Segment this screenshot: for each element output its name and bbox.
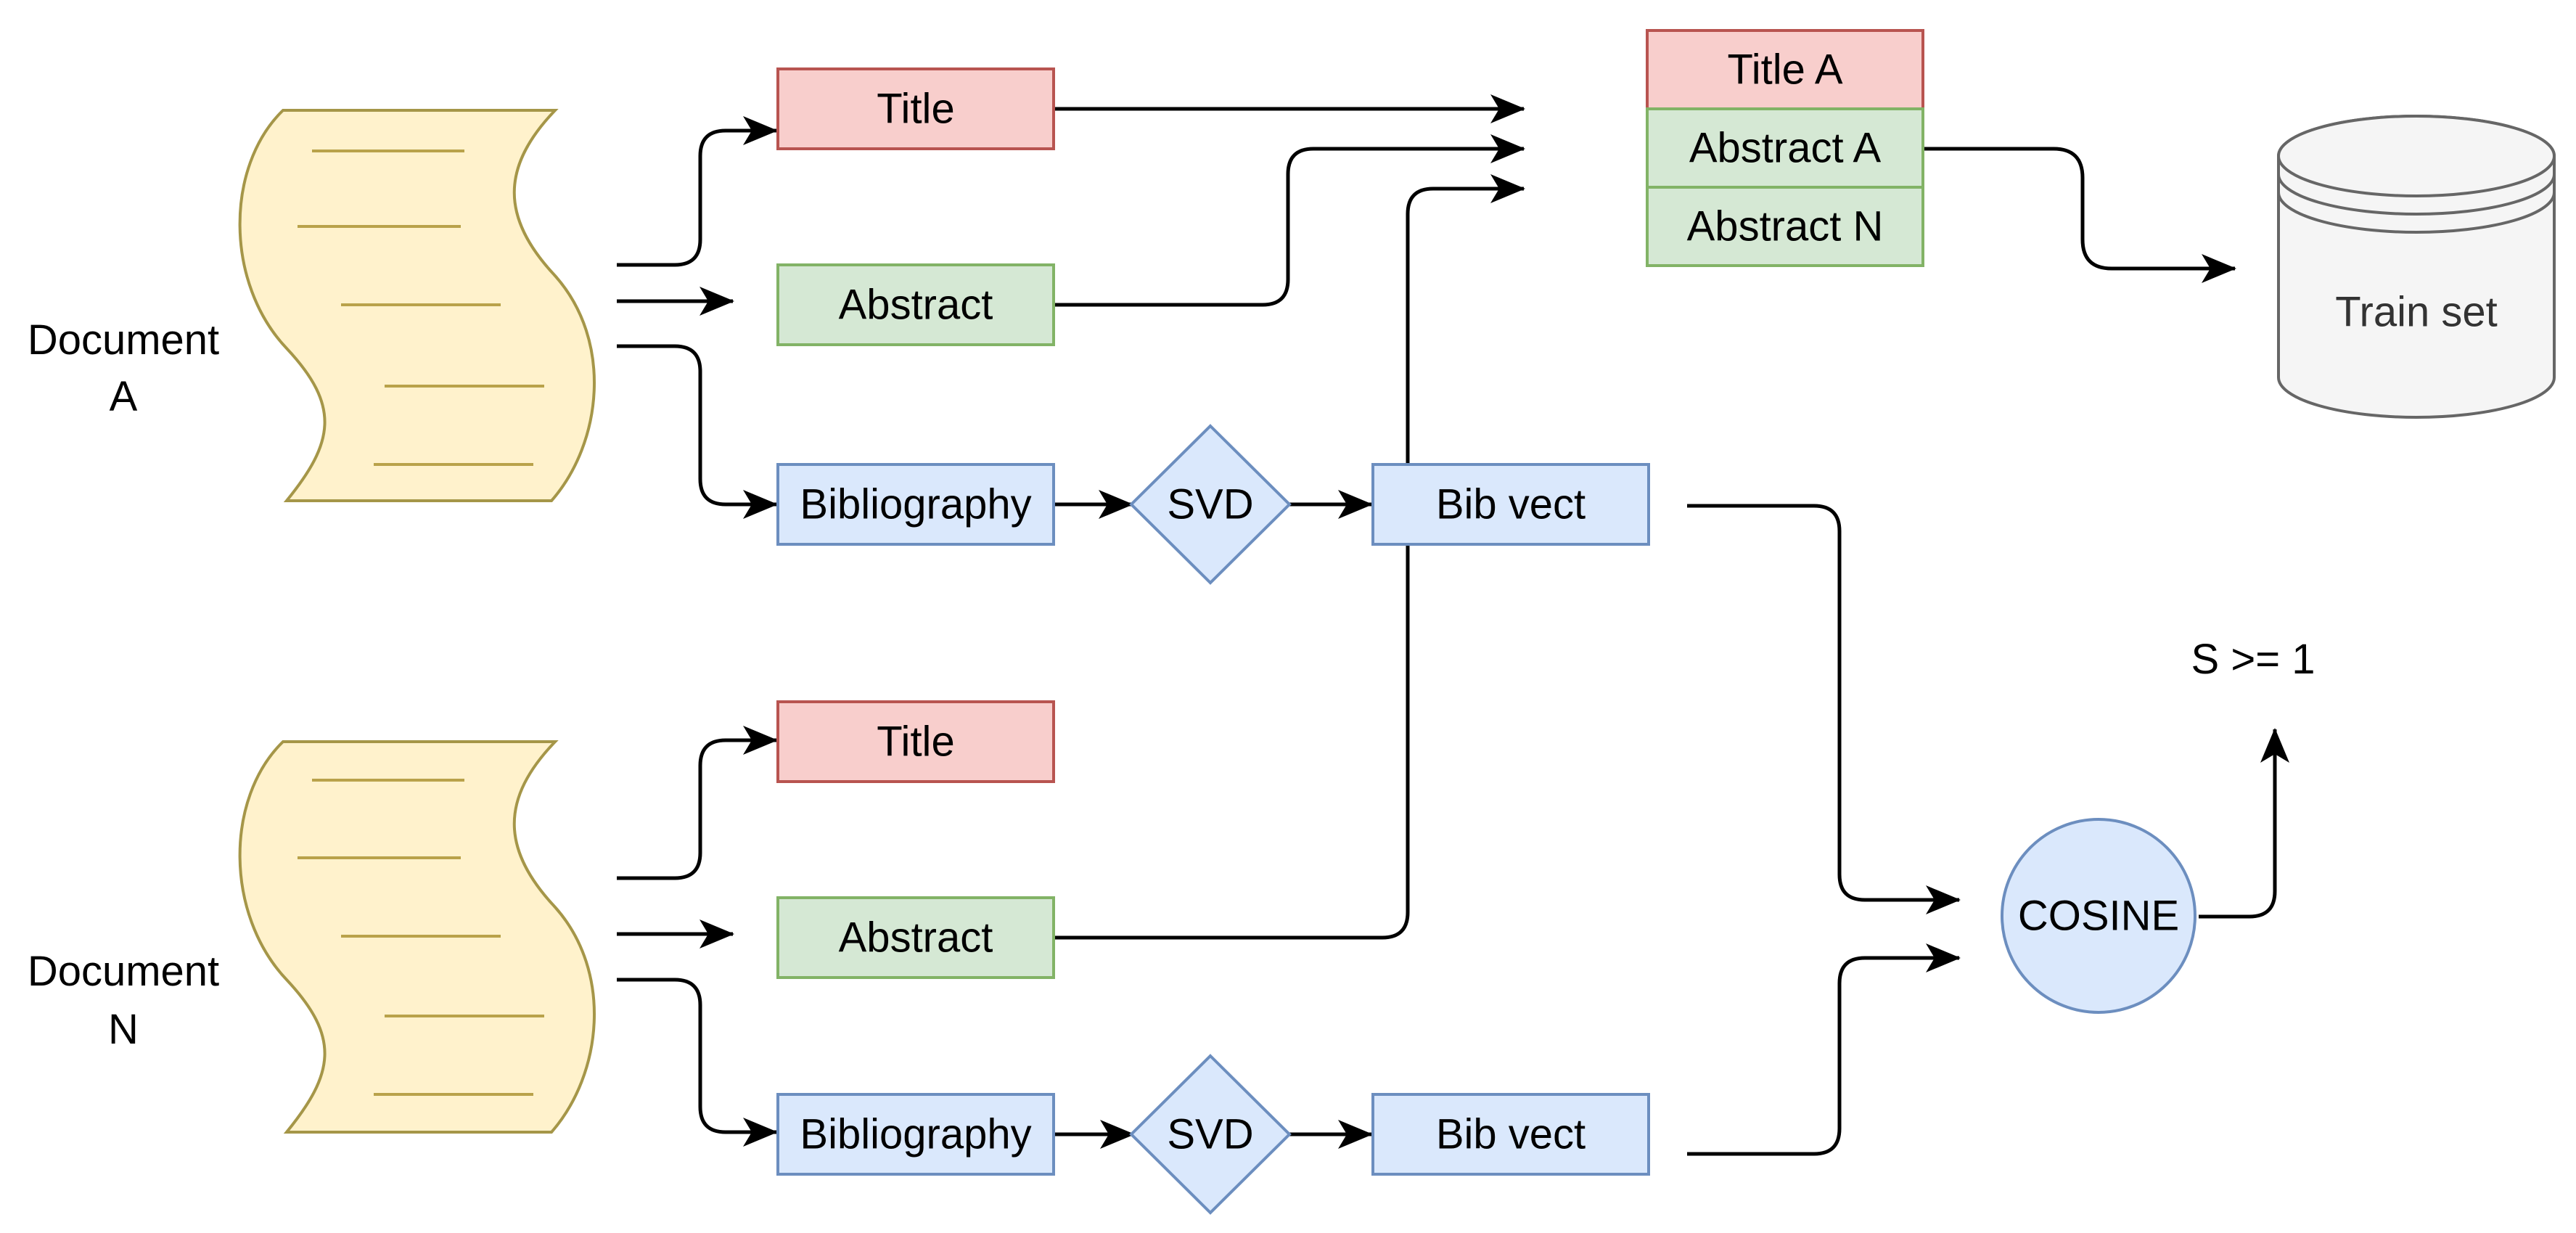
svd-diamond-n-label: SVD [1167, 1111, 1253, 1158]
train-set-label: Train set [2335, 289, 2497, 336]
svd-diamond-a-label: SVD [1167, 481, 1253, 528]
bibliography-box-n-label: Bibliography [800, 1111, 1031, 1158]
record-stack: Title A Abstract A Abstract N [1646, 29, 1924, 267]
bibliography-box-n: Bibliography [776, 1093, 1055, 1176]
abstract-box-n: Abstract [776, 896, 1055, 979]
bibvect-box-a: Bib vect [1371, 463, 1650, 546]
stack-abstract-a-label: Abstract A [1689, 125, 1882, 172]
stack-abstract-n: Abstract N [1646, 186, 1924, 267]
stack-title-a-label: Title A [1727, 46, 1842, 94]
title-box-n: Title [776, 700, 1055, 783]
document-a-label-line1: Document [28, 316, 219, 364]
arrow-stack-trainset [1923, 147, 2236, 283]
arrow-bibvectA-cosine [1687, 504, 1961, 914]
arrow-abstractN-stack [1054, 174, 1525, 940]
cosine-label: COSINE [2018, 893, 2179, 940]
connectors [617, 94, 2289, 1156]
bibvect-box-n: Bib vect [1371, 1093, 1650, 1176]
title-box-a: Title [776, 67, 1055, 150]
title-box-n-label: Title [877, 718, 954, 766]
train-set-cylinder: Train set [2277, 115, 2556, 419]
train-set-cylinder-top [2277, 115, 2556, 197]
document-n: Document N [28, 740, 596, 1134]
abstract-box-n-label: Abstract [839, 914, 993, 962]
arrow-docN-bibliography [617, 978, 778, 1147]
arrow-docN-title [617, 726, 778, 880]
svd-diamond-n: SVD [1129, 1054, 1292, 1215]
arrow-cosine-threshold [2199, 728, 2289, 919]
document-a-label-line2: A [110, 373, 138, 420]
bibliography-box-a-label: Bibliography [800, 481, 1031, 528]
abstract-box-a: Abstract [776, 263, 1055, 346]
document-n-label-line1: Document [28, 948, 219, 995]
abstract-box-a-label: Abstract [839, 282, 993, 329]
svd-diamond-a: SVD [1129, 424, 1292, 585]
stack-abstract-a: Abstract A [1646, 107, 1924, 189]
arrow-docA-title [617, 116, 778, 267]
stack-title-a: Title A [1646, 29, 1924, 110]
bibvect-box-n-label: Bib vect [1436, 1111, 1586, 1158]
document-a: Document A [28, 109, 596, 502]
arrow-docA-bibliography [617, 344, 778, 519]
stack-abstract-n-label: Abstract N [1687, 203, 1884, 250]
bibvect-box-a-label: Bib vect [1436, 481, 1586, 528]
arrow-bibvectN-cosine [1687, 943, 1961, 1156]
cosine-node: COSINE [2001, 818, 2196, 1014]
arrow-abstractA-stack [1054, 134, 1525, 307]
document-n-lines [298, 779, 544, 1096]
bibliography-box-a: Bibliography [776, 463, 1055, 546]
document-n-label-line2: N [108, 1006, 139, 1053]
threshold-label: S >= 1 [2191, 636, 2315, 683]
title-box-a-label: Title [877, 86, 954, 133]
document-a-lines [298, 149, 544, 466]
